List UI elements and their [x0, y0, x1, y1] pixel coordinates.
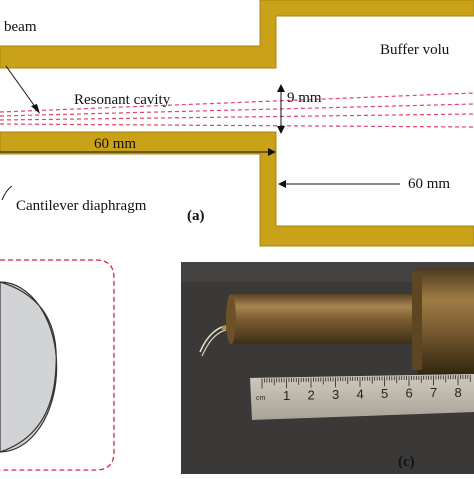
- small-cylinder: [230, 294, 422, 344]
- beam-label: beam: [4, 19, 37, 35]
- ruler-numbers: 1 2 3 4 5 6 7 8: [283, 385, 462, 403]
- cavity-length-arrow: [268, 148, 276, 156]
- buffer-length-arrow: [278, 180, 286, 188]
- ruler-unit-label: cm: [256, 395, 266, 402]
- ruler-number: 3: [332, 387, 339, 402]
- ruler-number: 1: [283, 388, 290, 403]
- diaphragm-outline: [0, 259, 115, 471]
- panel-c-id: (c): [398, 454, 415, 470]
- cavity-lower-wall: [0, 131, 474, 247]
- ruler-number: 6: [406, 386, 413, 401]
- beam-lines: [0, 92, 474, 128]
- ruler-number: 8: [455, 385, 462, 400]
- large-cylinder-flange: [412, 272, 422, 370]
- beam-pointer-line: [5, 65, 37, 109]
- cantilever-pointer: [1, 185, 13, 201]
- cavity-diameter-label: 9 mm: [287, 90, 322, 106]
- large-cylinder: [418, 268, 474, 374]
- ruler-number: 4: [357, 387, 364, 402]
- panel-a-id: (a): [187, 208, 205, 224]
- photo-shade: [181, 262, 474, 282]
- beam-pointer-arrowhead: [31, 104, 40, 114]
- ruler-number: 2: [308, 387, 315, 402]
- ruler: cm 1 2 3 4 5 6 7 8: [250, 374, 474, 420]
- ruler-ticks: [261, 374, 471, 389]
- wire-terminal: [221, 325, 227, 331]
- panel-c-photo: cm 1 2 3 4 5 6 7 8: [181, 262, 474, 474]
- sensor-wires-2: [201, 329, 227, 357]
- ruler-number: 7: [430, 385, 437, 400]
- resonant-cavity-label: Resonant cavity: [74, 92, 171, 108]
- panel-b: [0, 259, 115, 471]
- cavity-length-label: 60 mm: [94, 136, 137, 152]
- diameter-dim-arrow-bottom: [277, 126, 285, 134]
- diameter-dim-arrow-top: [277, 84, 285, 92]
- buffer-length-label: 60 mm: [408, 176, 451, 192]
- small-cylinder-end: [226, 294, 236, 344]
- ruler-number: 5: [381, 386, 388, 401]
- buffer-volume-label: Buffer volu: [380, 42, 450, 58]
- cantilever-label: Cantilever diaphragm: [16, 198, 147, 214]
- cavity-upper-wall: [0, 0, 474, 69]
- panel-a: [0, 0, 474, 247]
- ruler-body: [250, 374, 474, 420]
- diaphragm-disk: [0, 281, 58, 453]
